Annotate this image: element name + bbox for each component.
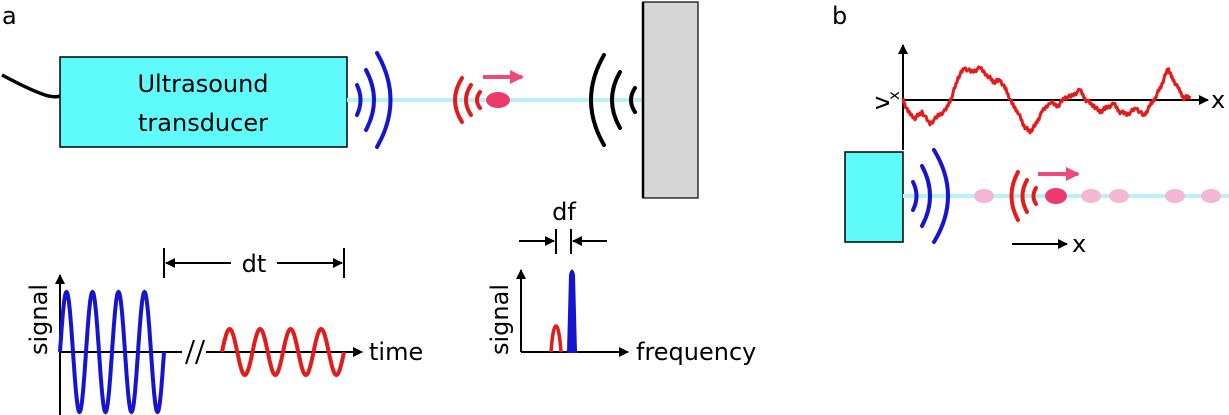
tracer-particle <box>1081 189 1101 203</box>
emitted-pulse-trace <box>58 289 166 415</box>
freq-plot-xlabel: frequency <box>636 338 756 366</box>
moving-particle-b <box>1009 167 1080 222</box>
transducer-small <box>844 151 904 243</box>
reflected-wave-icon-b <box>1009 170 1038 222</box>
time-signal-plot: signal time dt <box>25 248 423 415</box>
particle-dot <box>486 92 510 108</box>
dt-label: dt <box>242 250 267 278</box>
panel-b: b v x x <box>832 2 1229 258</box>
tracer-particle <box>1165 189 1185 203</box>
emitted-frequency-peak <box>566 269 578 353</box>
tracer-particles <box>974 189 1221 203</box>
transducer-body <box>59 56 348 148</box>
velocity-trace <box>901 65 1192 135</box>
df-label: df <box>552 198 576 226</box>
velocity-label: v <box>867 96 895 110</box>
panel-b-label: b <box>832 2 847 30</box>
tracer-particle <box>1109 189 1129 203</box>
reflected-wave-icon <box>453 76 482 124</box>
panel-a: a Ultrasound transducer <box>1 1 756 415</box>
echo-frequency-peak <box>549 324 563 353</box>
emitted-wave-icon <box>355 51 393 149</box>
transducer-cable <box>1 73 61 99</box>
transducer-label-line1: Ultrasound <box>137 70 268 98</box>
ultrasound-transducer: Ultrasound transducer <box>59 56 348 148</box>
freq-plot-ylabel: signal <box>486 284 514 355</box>
position-axis-label: x <box>1072 230 1086 258</box>
frequency-signal-plot: signal frequency df <box>486 198 756 366</box>
wall-echo-icon <box>589 53 637 147</box>
velocity-subscript: x <box>885 91 903 100</box>
echo-pulse-trace <box>220 326 346 378</box>
emitted-wave-icon-b <box>911 148 950 244</box>
axis-break-icon <box>185 339 205 365</box>
time-plot-xlabel: time <box>369 338 423 366</box>
velocity-profile-plot: v x x <box>867 44 1225 150</box>
tracer-particle <box>974 189 994 203</box>
moving-particle <box>453 70 524 124</box>
velocity-x-label: x <box>1211 86 1225 114</box>
tracer-particle <box>1201 189 1221 203</box>
transducer-label-line2: transducer <box>138 109 268 137</box>
reflecting-wall <box>642 1 699 199</box>
time-plot-ylabel: signal <box>25 284 53 355</box>
particle-dot-b <box>1045 188 1067 204</box>
panel-a-label: a <box>2 2 17 30</box>
